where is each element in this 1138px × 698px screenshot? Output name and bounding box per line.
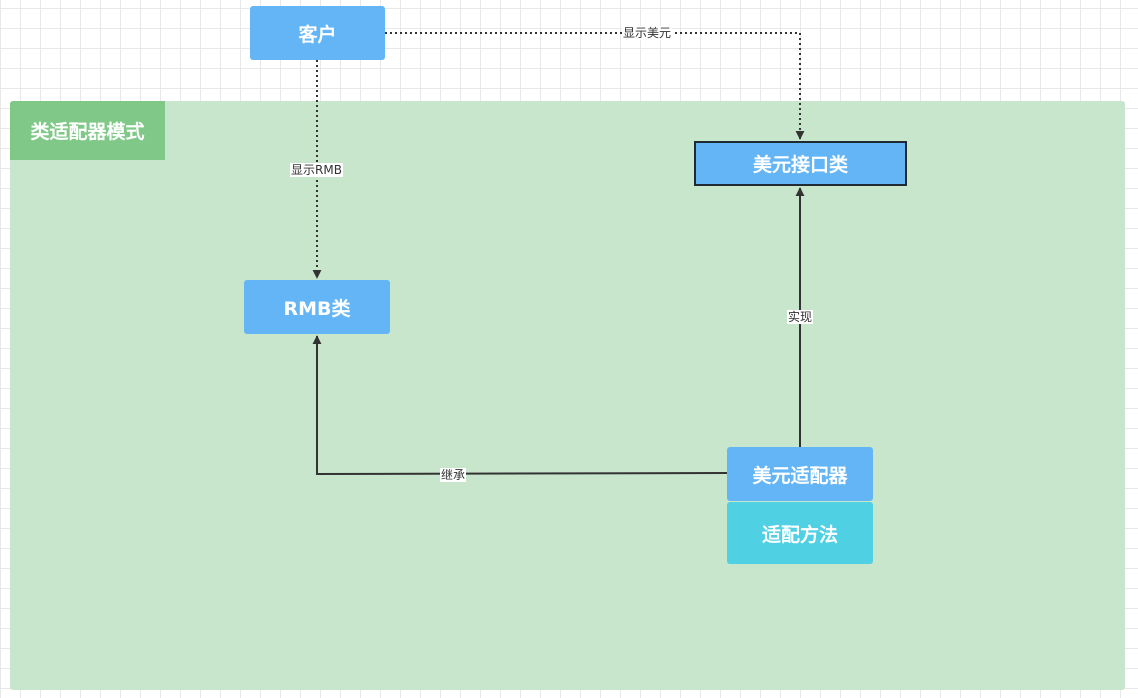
edge-label-implements: 实现: [787, 310, 814, 324]
edge-label-show-rmb: 显示RMB: [290, 163, 343, 177]
edge-label-inherits: 继承: [440, 468, 467, 482]
node-dollar-adapter[interactable]: 美元适配器: [727, 447, 873, 501]
edge-label-show-dollar: 显示美元: [622, 26, 673, 40]
group-title: 类适配器模式: [10, 101, 165, 160]
node-adapt-method[interactable]: 适配方法: [727, 502, 873, 564]
edge-client-to-interface[interactable]: [385, 32, 805, 140]
edge-adapter-inherits[interactable]: [312, 335, 728, 476]
node-dollar-interface-class[interactable]: 美元接口类: [694, 141, 907, 186]
node-rmb-class[interactable]: RMB类: [244, 280, 390, 334]
adapter-pattern-group: [10, 101, 1125, 690]
node-client[interactable]: 客户: [250, 6, 385, 60]
